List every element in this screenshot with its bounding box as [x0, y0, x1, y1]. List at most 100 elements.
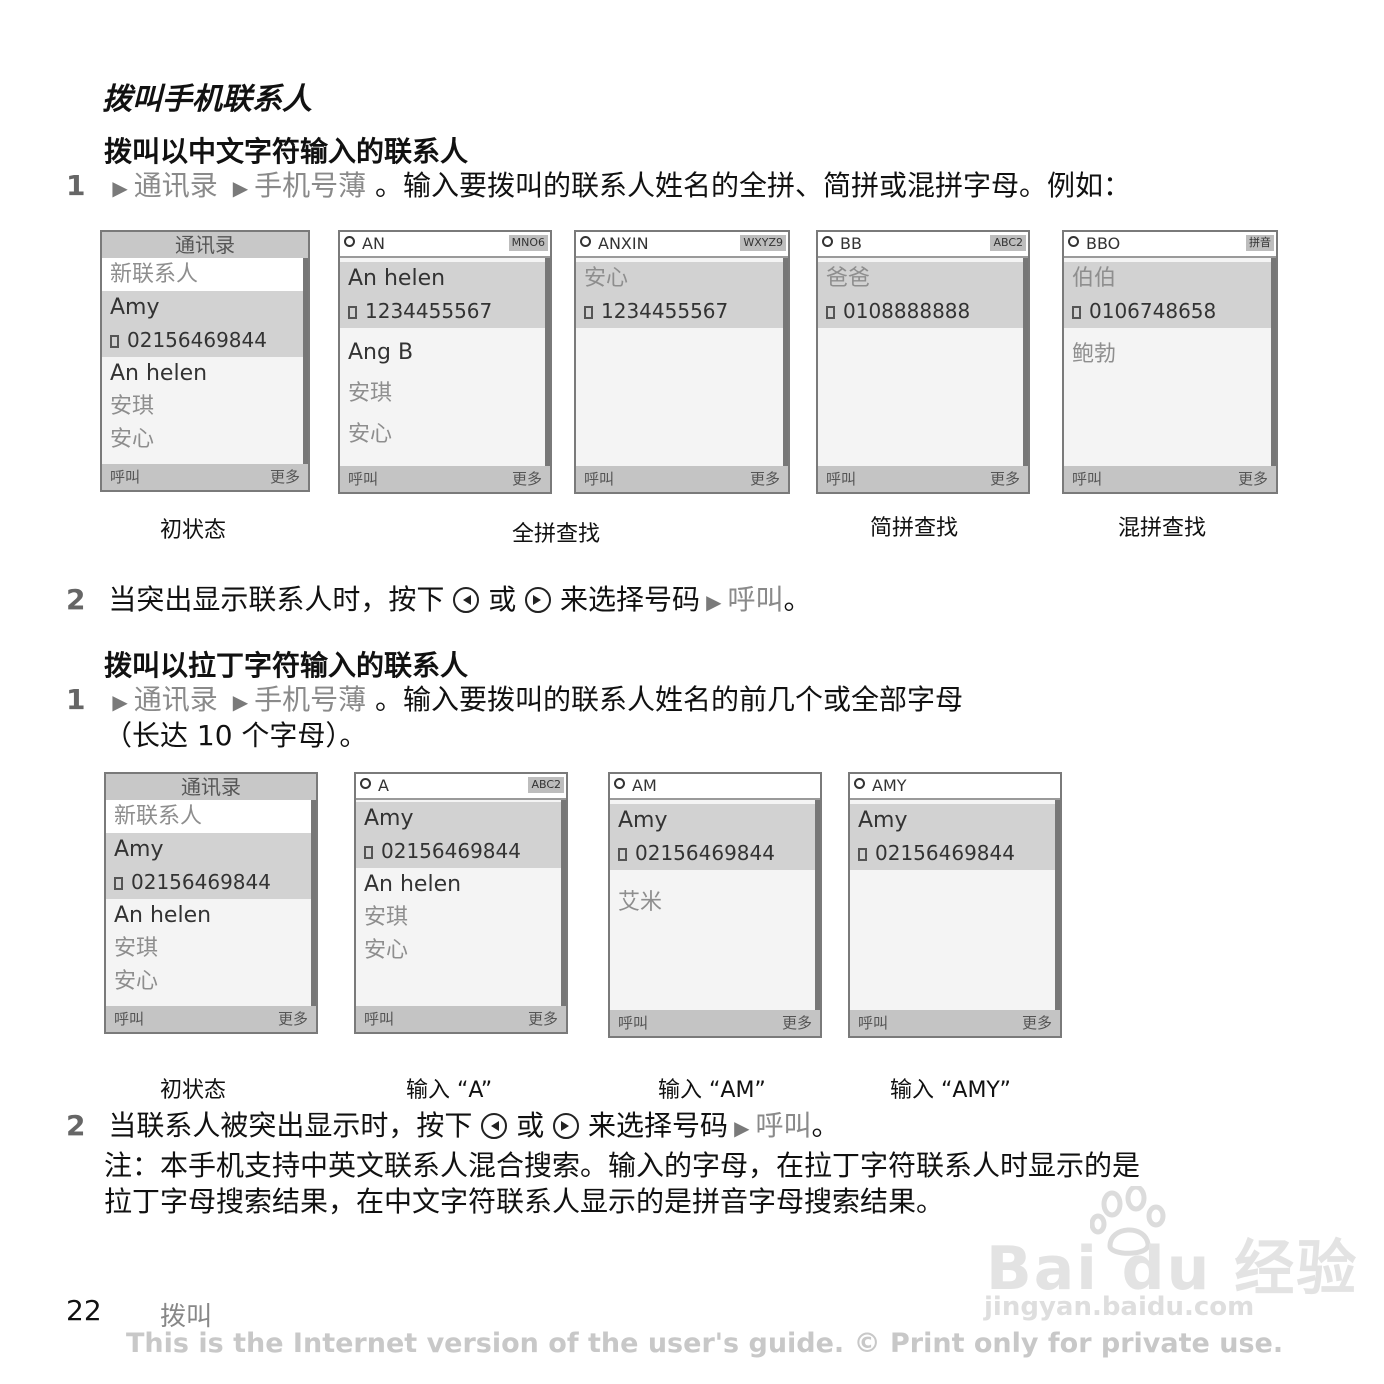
softkey-bar: 呼叫更多	[106, 1006, 316, 1032]
softkey-call: 呼叫	[1072, 470, 1103, 488]
list-item: 安心	[348, 422, 393, 447]
list-item: 02156469844	[610, 837, 820, 870]
arrow-right-icon: ▶	[734, 1116, 750, 1140]
list-item: 1234455567	[576, 295, 788, 328]
step-text: 。	[811, 1109, 840, 1142]
list-item: 安心	[110, 427, 155, 452]
note-line-2: 拉丁字母搜索结果，在中文字符联系人显示的是拼音字母搜索结果。	[104, 1185, 945, 1218]
nav-right-key-icon	[553, 1113, 580, 1139]
footer-section: 拨叫	[160, 1302, 213, 1332]
caption-input-am: 输入 “AM”	[658, 1078, 766, 1103]
baidu-watermark-url: jingyan.baidu.com	[984, 1292, 1255, 1322]
action-call: 呼叫	[755, 1109, 812, 1142]
search-icon	[822, 236, 833, 247]
input-mode: ABC2	[528, 777, 564, 793]
arrow-right-icon: ▶	[112, 690, 128, 714]
nav-right-key-icon	[525, 587, 552, 613]
softkey-bar: 呼叫更多	[850, 1010, 1060, 1036]
search-icon	[614, 778, 625, 789]
softkey-more: 更多	[1237, 470, 1268, 488]
scrollbar	[311, 800, 316, 1006]
search-query: ANXIN	[598, 234, 649, 253]
step-text: 当联系人被突出显示时，按下	[108, 1109, 473, 1142]
scrollbar	[1023, 258, 1028, 466]
list-item: An helen	[364, 872, 462, 897]
list-item: 0106748658	[1064, 295, 1276, 328]
list-item: 1234455567	[340, 295, 550, 328]
list-item: 安琪	[364, 905, 409, 930]
screen-title: 通讯录	[102, 232, 308, 258]
baidu-paw-logo	[1089, 1184, 1170, 1256]
list-item: 02156469844	[356, 835, 566, 868]
list-item: An helen	[340, 262, 550, 295]
list-item: 安心	[364, 938, 409, 963]
caption-mixed-pinyin: 混拼查找	[1118, 516, 1207, 541]
search-icon	[580, 236, 591, 247]
caption-short-pinyin: 简拼查找	[870, 516, 959, 541]
softkey-call: 呼叫	[110, 468, 141, 486]
softkey-more: 更多	[989, 470, 1020, 488]
list-item: 02156469844	[106, 866, 316, 899]
action-call: 呼叫	[727, 583, 784, 616]
menu-phonebook: 手机号薄	[254, 683, 367, 716]
softkey-more: 更多	[749, 470, 780, 488]
input-mode: ABC2	[990, 235, 1026, 251]
softkey-more: 更多	[511, 470, 542, 488]
phone-screen-initial: 通讯录 新联系人 Amy 02156469844 An helen 安琪 安心 …	[100, 230, 310, 492]
search-icon	[360, 778, 371, 789]
list-item: 安心	[114, 969, 159, 994]
softkey-bar: 呼叫更多	[610, 1010, 820, 1036]
softkey-more: 更多	[269, 468, 300, 486]
list-item: 安心	[576, 262, 788, 295]
caption-input-a: 输入 “A”	[406, 1078, 493, 1103]
footer-notice: This is the Internet version of the user…	[126, 1328, 1284, 1359]
list-item: 02156469844	[102, 324, 308, 357]
phone-screen-amy: AMY Amy 02156469844 呼叫更多	[848, 772, 1062, 1038]
step-text: 来选择号码	[588, 1109, 729, 1142]
menu-contacts: 通讯录	[133, 169, 218, 202]
list-item: 0108888888	[818, 295, 1028, 328]
step-text: 或	[488, 583, 517, 616]
arrow-right-icon: ▶	[112, 176, 128, 200]
softkey-bar: 呼叫 更多	[102, 464, 308, 490]
softkey-bar: 呼叫更多	[356, 1006, 566, 1032]
softkey-call: 呼叫	[364, 1010, 395, 1028]
input-mode: WXYZ9	[740, 235, 786, 251]
nav-left-key-icon	[481, 1113, 508, 1139]
search-query: A	[378, 776, 389, 795]
list-item: Ang B	[348, 340, 414, 365]
step-text: 。	[783, 583, 812, 616]
list-item: 安琪	[348, 381, 393, 406]
scrollbar	[303, 258, 308, 464]
scrollbar	[545, 258, 550, 466]
list-item: 新联系人	[102, 258, 308, 291]
scrollbar	[1055, 800, 1060, 1010]
step-text: 当突出显示联系人时，按下	[108, 583, 445, 616]
softkey-call: 呼叫	[584, 470, 615, 488]
list-item: 伯伯	[1064, 262, 1276, 295]
caption-initial-2: 初状态	[160, 1078, 227, 1103]
list-item: Amy	[102, 291, 308, 324]
softkey-bar: 呼叫 更多	[576, 466, 788, 492]
search-bar: AM	[610, 774, 820, 800]
scrollbar	[815, 800, 820, 1010]
step-text: 。输入要拨叫的联系人姓名的前几个或全部字母	[375, 683, 964, 716]
softkey-bar: 呼叫 更多	[1064, 466, 1276, 492]
search-icon	[1068, 236, 1079, 247]
list-item: 安琪	[110, 394, 155, 419]
list-item: An helen	[114, 903, 212, 928]
search-query: AMY	[872, 776, 907, 795]
softkey-more: 更多	[1021, 1014, 1052, 1032]
softkey-bar: 呼叫 更多	[818, 466, 1028, 492]
softkey-call: 呼叫	[826, 470, 857, 488]
page-number: 22	[66, 1294, 102, 1327]
step-number: 2	[66, 583, 86, 616]
section1-step2: 2 当突出显示联系人时，按下 或 来选择号码▶呼叫。	[66, 582, 811, 620]
input-mode: MNO6	[508, 235, 548, 251]
section1-step1: 1 ▶通讯录 ▶手机号薄 。输入要拨叫的联系人姓名的全拼、简拼或混拼字母。例如：	[66, 168, 1131, 206]
step-number: 2	[66, 1109, 86, 1142]
list-item: Amy	[610, 804, 820, 837]
